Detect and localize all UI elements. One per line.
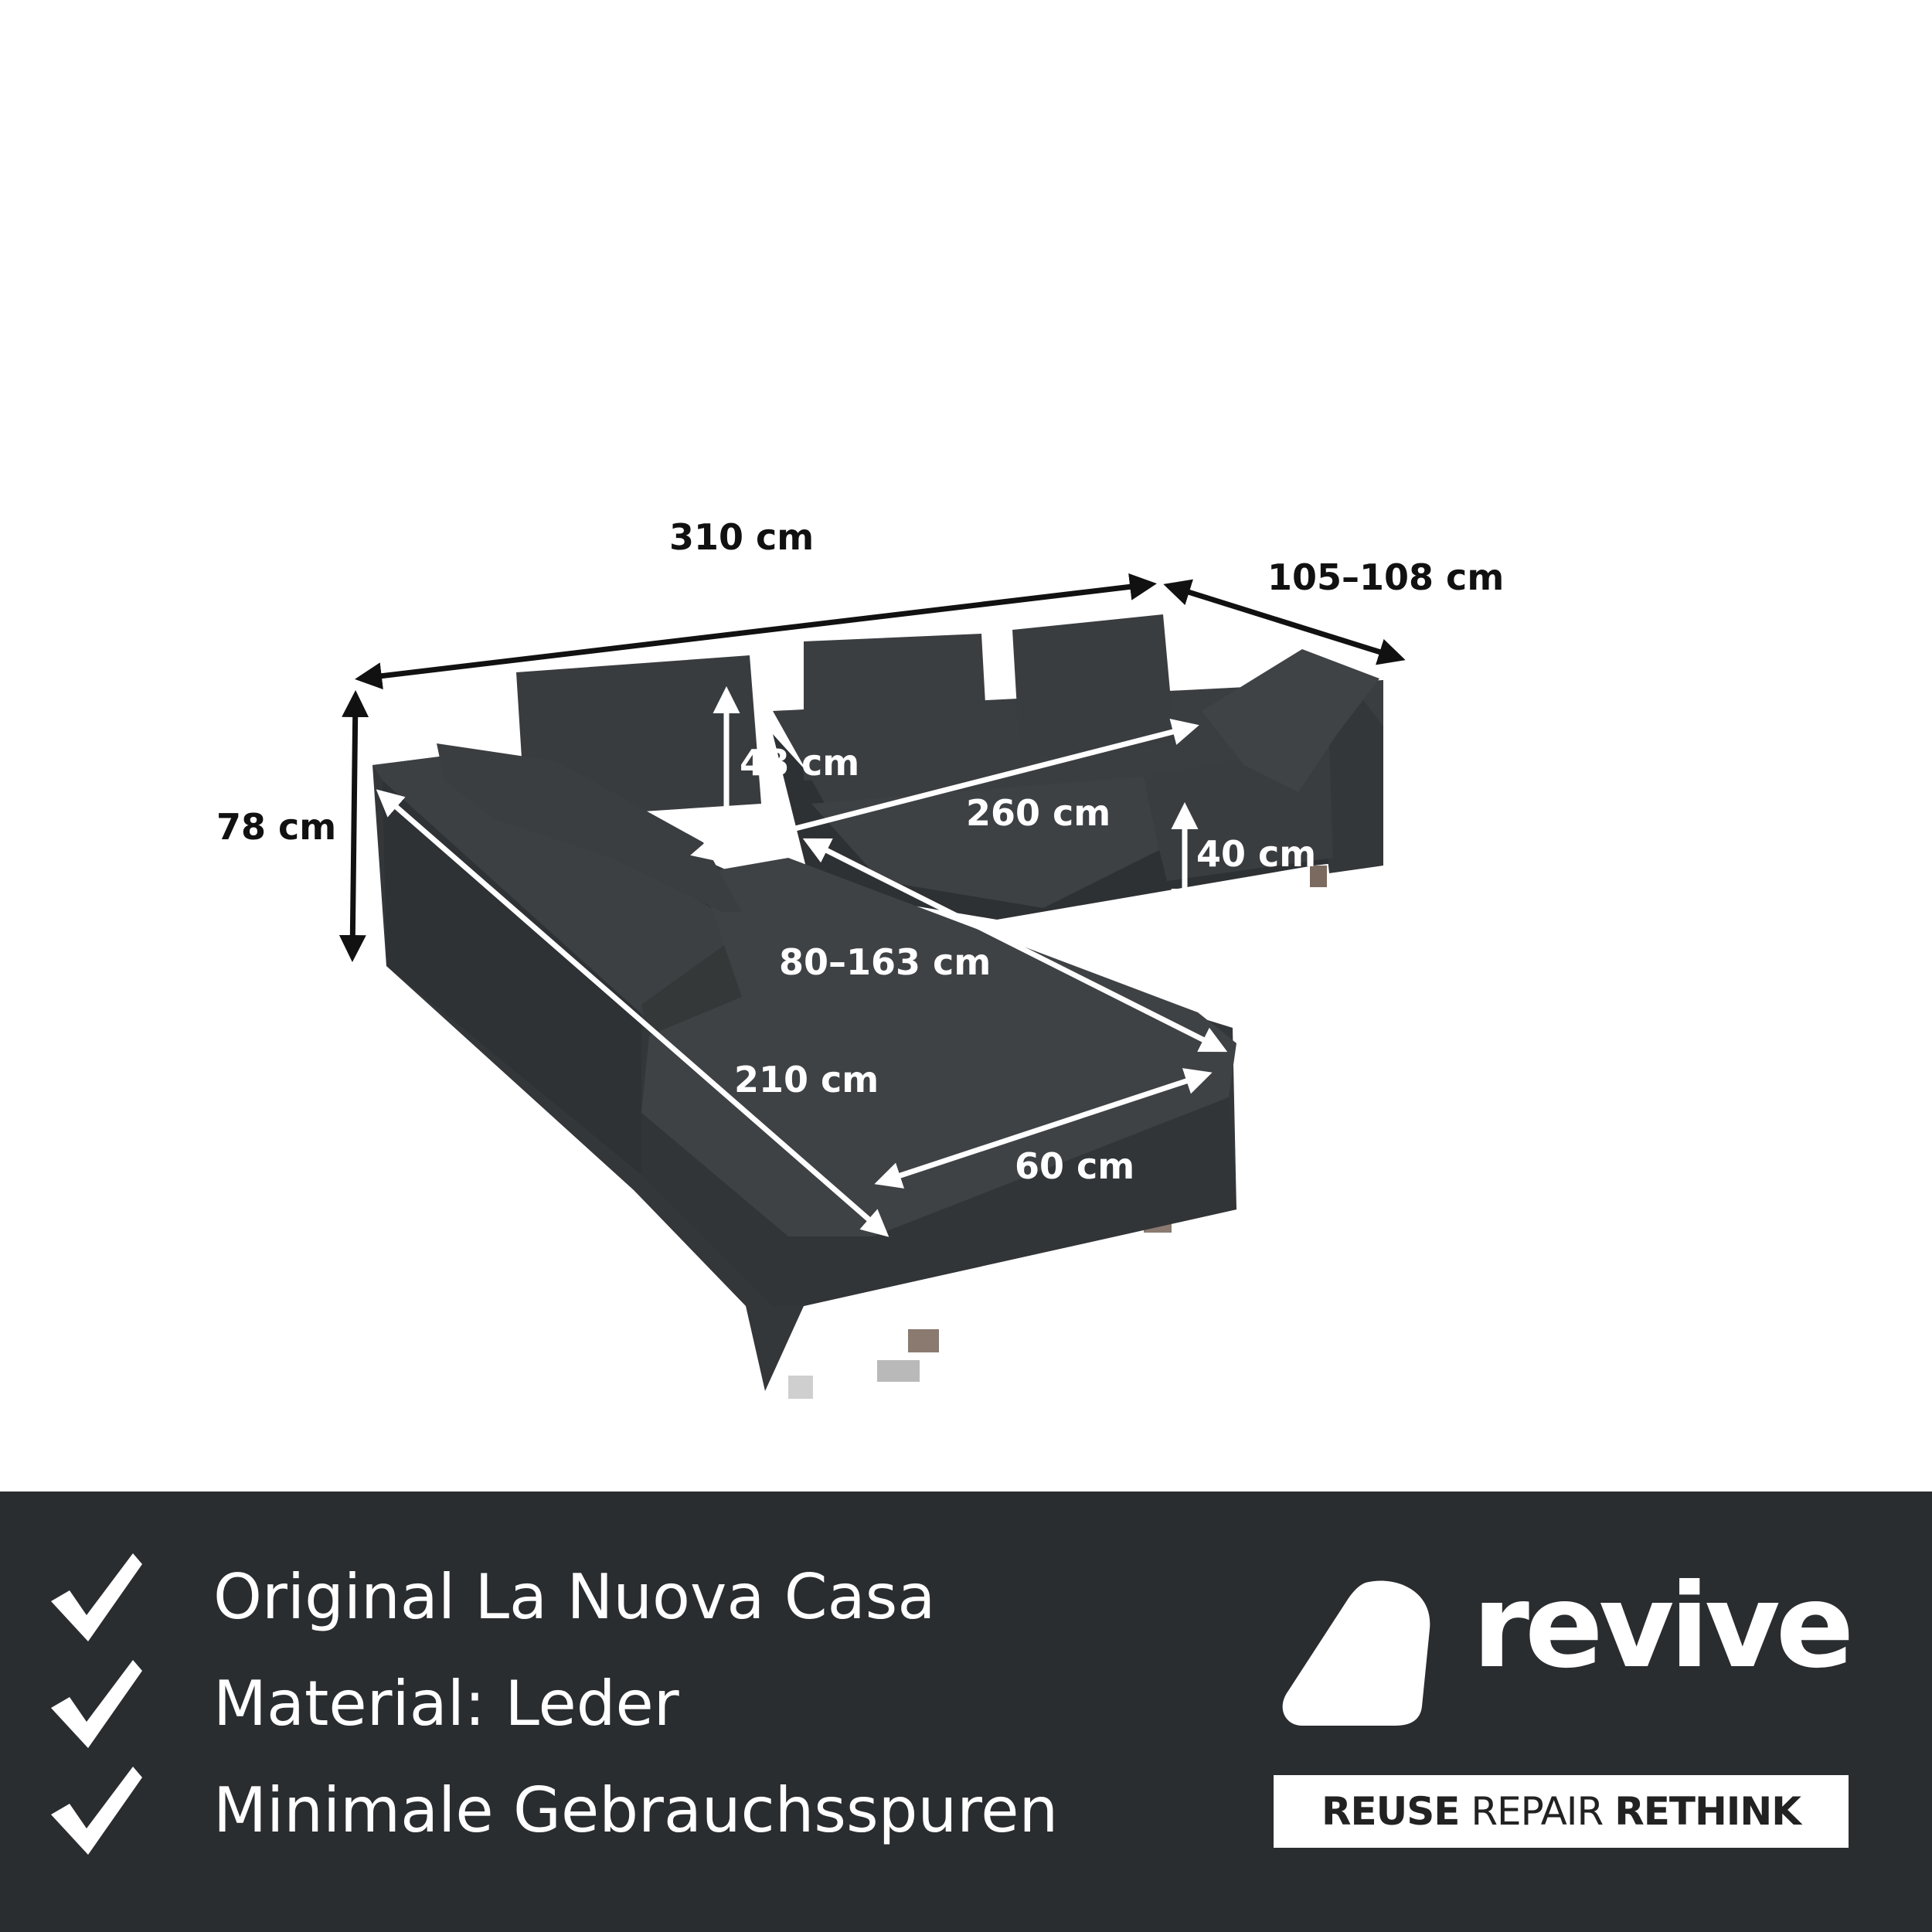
dimension-back-cushion-height-label: 48 cm <box>740 742 860 784</box>
dimension-arrows <box>338 573 1406 1237</box>
dimension-total-width-label: 310 cm <box>669 516 815 558</box>
tagline-rethink: RETHINK <box>1614 1789 1801 1834</box>
dimension-height-label: 78 cm <box>216 806 337 848</box>
tagline-reuse: REUSE <box>1321 1789 1460 1834</box>
dimension-seat-height-label: 40 cm <box>1196 833 1317 875</box>
arrow-chaise-seat-depth <box>874 1068 1213 1189</box>
feature-item: Material: Leder <box>0 1654 1159 1754</box>
info-banner: Original La Nuova Casa Material: Leder M… <box>0 1492 1932 1932</box>
dimension-chaise-length-label: 210 cm <box>734 1059 879 1100</box>
feature-item: Minimale Gebrauchsspuren <box>0 1760 1159 1861</box>
dimension-chaise-width-label: 80–163 cm <box>779 941 992 983</box>
brand-name: revive <box>1472 1560 1854 1694</box>
arrow-height <box>338 690 369 962</box>
sofa-illustration <box>338 573 1406 1399</box>
dimension-depth-label: 105–108 cm <box>1267 556 1505 598</box>
feature-text: Original La Nuova Casa <box>213 1561 936 1633</box>
revive-logo-mark-icon <box>1282 1580 1430 1726</box>
arrow-depth <box>1163 579 1406 665</box>
dimension-chaise-seat-depth-label: 60 cm <box>1015 1145 1135 1187</box>
arrow-total-width <box>355 573 1157 690</box>
feature-item: Original La Nuova Casa <box>0 1547 1159 1648</box>
dimension-back-width-label: 260 cm <box>966 792 1111 834</box>
checkmark-icon <box>51 1660 142 1748</box>
tagline-repair: REPAIR <box>1459 1789 1615 1834</box>
feature-text: Material: Leder <box>213 1668 679 1740</box>
brand-tagline: REUSE REPAIR RETHINK <box>1274 1775 1849 1848</box>
checkmark-icon <box>51 1553 142 1641</box>
checkmark-icon <box>51 1767 142 1855</box>
feature-text: Minimale Gebrauchsspuren <box>213 1774 1059 1846</box>
arrow-chaise-length <box>376 789 889 1237</box>
